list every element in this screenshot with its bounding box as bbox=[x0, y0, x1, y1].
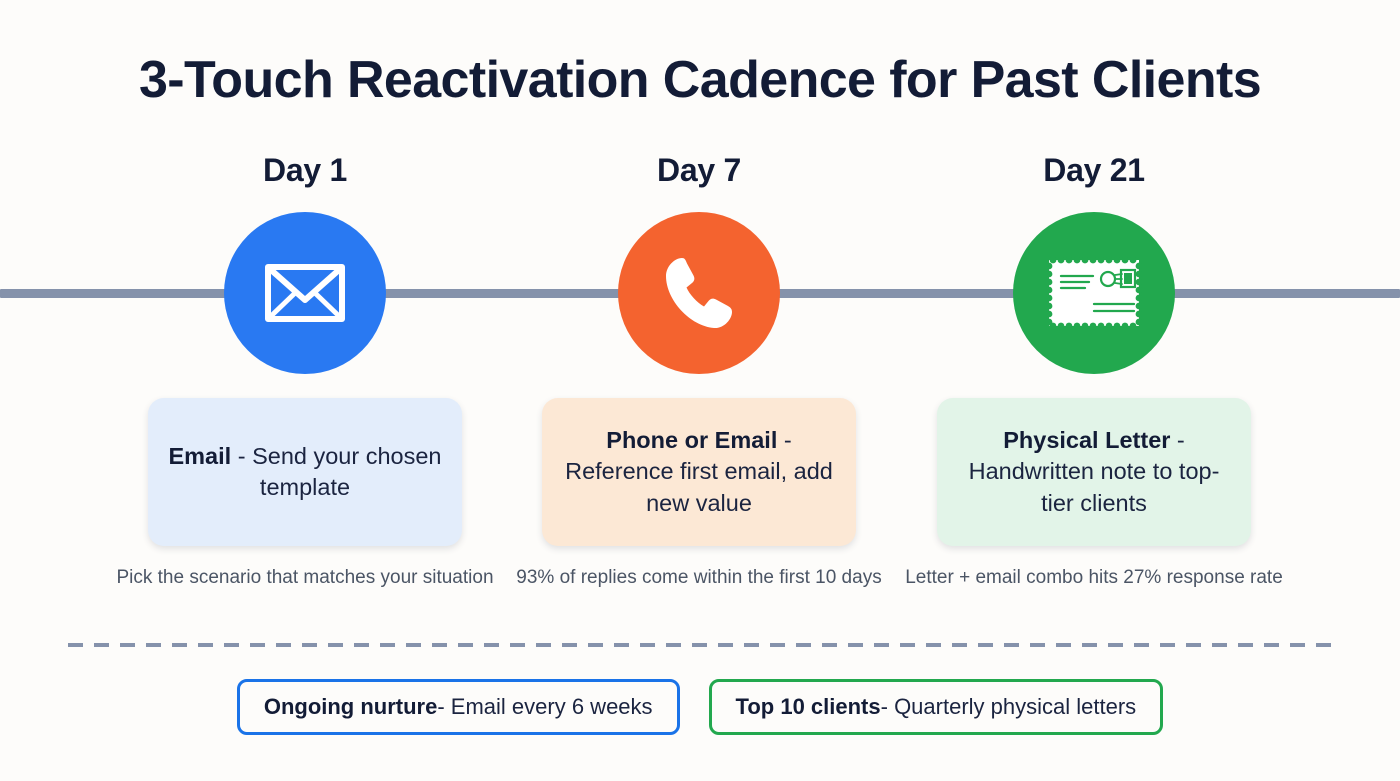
step-2-icon-circle bbox=[618, 212, 780, 374]
ongoing-nurture-pill-bold: Ongoing nurture bbox=[263, 694, 438, 719]
step-2-card-rest: - Reference first email, add new value bbox=[565, 427, 833, 516]
step-1-icon-circle bbox=[224, 212, 386, 374]
step-1-day-label: Day 1 bbox=[263, 152, 347, 188]
step-3-icon-circle bbox=[1013, 212, 1175, 374]
phone-icon bbox=[662, 254, 736, 332]
top-10-clients-pill[interactable]: Top 10 clients - Quarterly physical lett… bbox=[708, 679, 1164, 735]
footer-pills: Ongoing nurture - Email every 6 weeks To… bbox=[0, 679, 1400, 735]
step-3-card-text: Physical Letter - Handwritten note to to… bbox=[955, 425, 1233, 518]
top-10-clients-pill-bold: Top 10 clients bbox=[735, 694, 881, 719]
postal-letter-icon bbox=[1046, 257, 1142, 329]
step-1-card-rest: - Send your chosen template bbox=[231, 442, 442, 500]
step-1-card: Email - Send your chosen template bbox=[148, 398, 462, 546]
step-1-caption: Pick the scenario that matches your situ… bbox=[116, 567, 494, 588]
step-3-card-rest: - Handwritten note to top-tier clients bbox=[968, 427, 1220, 516]
step-2-day-label: Day 7 bbox=[657, 152, 741, 188]
step-3-card-bold: Physical Letter bbox=[1003, 427, 1171, 454]
dashed-divider bbox=[68, 643, 1332, 647]
envelope-icon bbox=[264, 261, 346, 325]
top-10-clients-pill-rest: - Quarterly physical letters bbox=[880, 694, 1137, 719]
step-3-card: Physical Letter - Handwritten note to to… bbox=[937, 398, 1251, 546]
step-2-card-text: Phone or Email - Reference first email, … bbox=[560, 425, 838, 518]
step-2-card-bold: Phone or Email bbox=[606, 427, 778, 454]
step-3-caption: Letter + email combo hits 27% response r… bbox=[905, 567, 1283, 588]
page-title: 3-Touch Reactivation Cadence for Past Cl… bbox=[138, 51, 1262, 109]
step-1-card-text: Email - Send your chosen template bbox=[166, 441, 444, 503]
ongoing-nurture-pill-rest: - Email every 6 weeks bbox=[437, 694, 653, 719]
step-2-caption: 93% of replies come within the first 10 … bbox=[516, 567, 882, 588]
step-2-card: Phone or Email - Reference first email, … bbox=[542, 398, 856, 546]
step-1-card-bold: Email bbox=[168, 442, 232, 469]
ongoing-nurture-pill[interactable]: Ongoing nurture - Email every 6 weeks bbox=[236, 679, 680, 735]
step-3-day-label: Day 21 bbox=[1043, 152, 1145, 188]
